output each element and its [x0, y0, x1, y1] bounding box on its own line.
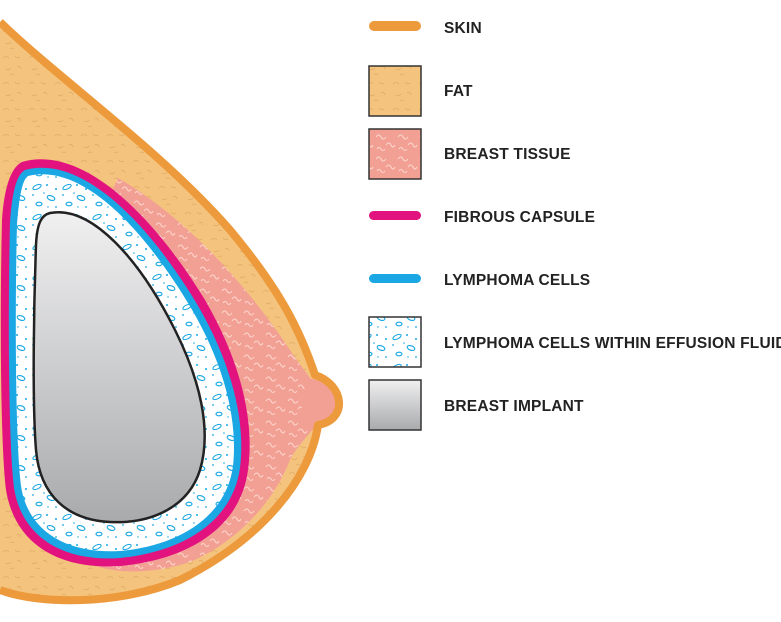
legend-label-skin: SKIN	[444, 20, 482, 37]
lymphoma-cells-swatch	[369, 274, 421, 283]
legend-label-effusion-fluid: LYMPHOMA CELLS WITHIN EFFUSION FLUID	[444, 335, 781, 352]
breast-tissue-swatch	[368, 128, 422, 180]
legend-item-effusion-fluid: LYMPHOMA CELLS WITHIN EFFUSION FLUID	[368, 316, 781, 368]
skin-outline	[0, 19, 343, 605]
skin-swatch	[369, 21, 421, 31]
legend-label-fibrous-capsule: FIBROUS CAPSULE	[444, 209, 595, 226]
breast-cross-section	[0, 19, 343, 605]
legend-item-breast-tissue: BREAST TISSUE	[368, 128, 571, 180]
effusion-fluid-swatch	[368, 316, 422, 368]
legend-item-lymphoma-cells: LYMPHOMA CELLS	[369, 272, 590, 289]
fibrous-capsule-swatch	[369, 211, 421, 220]
legend-item-skin: SKIN	[369, 20, 482, 37]
legend-item-breast-implant: BREAST IMPLANT	[368, 379, 584, 431]
fat-swatch	[368, 65, 422, 117]
legend-label-breast-implant: BREAST IMPLANT	[444, 398, 584, 415]
legend-label-lymphoma-cells: LYMPHOMA CELLS	[444, 272, 590, 289]
breast-implant-swatch	[368, 379, 422, 431]
legend-label-breast-tissue: BREAST TISSUE	[444, 146, 571, 163]
legend-item-fat: FAT	[368, 65, 473, 117]
legend: SKIN FAT BREAST TISSUE FIBROUS CAPSULE L…	[368, 20, 781, 431]
legend-item-fibrous-capsule: FIBROUS CAPSULE	[369, 209, 595, 226]
breast-implant	[32, 210, 206, 524]
legend-label-fat: FAT	[444, 83, 473, 100]
